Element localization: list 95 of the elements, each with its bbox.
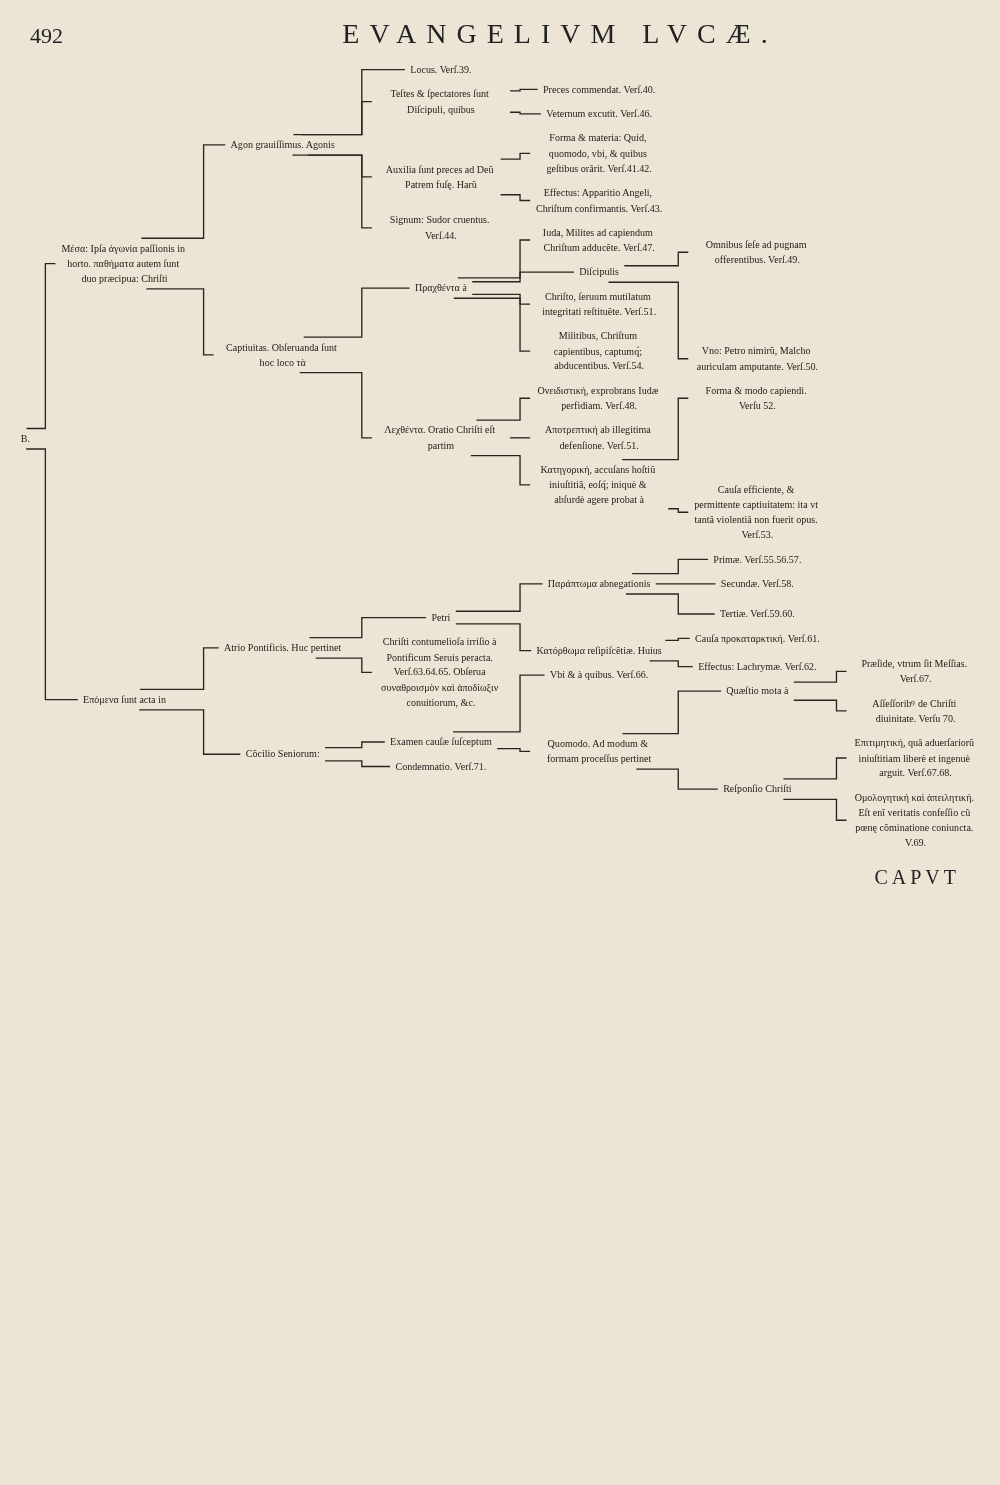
node-text: Auxilia ſunt preces ad Deũ Patrem fuſę. Harũ	[385, 163, 494, 190]
node-text: Examen cauſæ ſuſceptum	[390, 736, 492, 748]
node-text: B.	[20, 433, 30, 444]
connector	[509, 437, 531, 439]
node-text: Præſide, vtrum ſit Meſſias. Verſ.67.	[861, 658, 968, 685]
connector	[635, 768, 719, 790]
node-text: Condemnatio. Verſ.71.	[395, 760, 487, 772]
node-text: Chriſto, ſeruum mutilatum integritati reſtituẽte. Verſ.51.	[542, 290, 657, 317]
node-text: Cauſa efficiente, & permittente captiuitatem: ita vt tantâ violentiâ non fuerit opus. Verſ.53.	[694, 484, 818, 541]
page-title: EVANGELIVM LVCÆ.	[341, 18, 779, 50]
connector	[303, 287, 411, 338]
node-text: Effectus: Lachrymæ. Verſ.62.	[698, 661, 817, 672]
node-text: Κατόρθωμα reſipiſcẽtiæ. Huius	[536, 645, 662, 656]
node-text: Teſtes & ſpectatores ſunt Diſcipuli, quibus	[390, 88, 489, 115]
node-text: Aſſeſſoribꝰ de Chriſti diuinitate. Verſu 70.	[872, 697, 957, 724]
connector	[299, 372, 373, 439]
connector	[292, 68, 406, 136]
node-text: Omnibus ſeſe ad pugnam offerentibus. Verſ.49.	[705, 239, 807, 266]
node-text: Preces commendat. Verſ.40.	[542, 83, 656, 95]
connector	[793, 670, 848, 683]
node-text: Captiuitas. Obſeruanda ſunt hoc loco τὰ	[226, 341, 337, 368]
node-text: Ομολογητική καὶ ἀπειλητική. Eſt enĩ veritatis confeſſio cũ pœnę cõminatione coniuncta. V.69.	[854, 792, 974, 849]
connector	[308, 617, 427, 639]
node-text: Primæ. Verſ.55.56.57.	[713, 553, 802, 565]
connector	[625, 593, 716, 615]
node-text: Επιτιμητική, quâ aduerſariorũ iniuſtitiam liberè et ingenuè arguit. Verſ.67.68.	[854, 737, 975, 779]
node-text: Effectus: Apparitio Angeli, Chriſtum confirmantis. Verſ.43.	[535, 187, 663, 214]
connector	[509, 111, 542, 115]
node-text: Chriſti contumelioſa irriſio à Pontificum Seruis peracta. Verſ.63.64.65. Obſerua συναθροισμὸν καὶ ἀποδίωξιν conuitiorum, &c.	[380, 636, 499, 708]
connector	[455, 623, 532, 652]
connector	[475, 397, 531, 421]
node-text: Forma & materia: Quid, quomodo, vbi, & quibus geſtibus orârit. Verſ.41.42.	[546, 132, 652, 174]
node-text: Πραχθέντα à	[414, 282, 467, 294]
node-text: Cauſa προκαταρκτική. Verſ.61.	[695, 632, 820, 644]
node-text: Κατηγορική, accuſans hoſtiũ iniuſtitiã, eoſq́; iniquè & abſurdè agere probat à	[540, 464, 656, 506]
connector	[453, 297, 531, 352]
connector	[457, 239, 531, 279]
node-text: Reſponſio Chriſti	[723, 783, 792, 795]
node-text: Petri	[431, 612, 451, 623]
node-text: Επόμενα ſunt acta in	[83, 694, 166, 705]
connector	[138, 709, 241, 755]
connector	[496, 748, 531, 753]
node-text: Atrio Pontificis. Huc pertinet	[224, 642, 342, 654]
node-text: Μέσα: Ipſa ἀγωνία paſſionis in horto. παθήματα autem ſunt duo præcipua: Chriſti	[61, 242, 186, 284]
connector	[621, 690, 722, 735]
node-text: Tertiæ. Verſ.59.60.	[719, 608, 795, 620]
node-text: Quomodo. Ad modum & formam proceſſus pertinet	[546, 738, 652, 765]
node-text: Forma & modo capiendi. Verſu 52.	[705, 385, 807, 411]
connector	[140, 144, 226, 239]
node-text: Λεχθέντα. Oratio Chriſti eſt partim	[384, 424, 496, 451]
connector	[455, 583, 544, 612]
connector	[145, 288, 215, 356]
connector	[499, 194, 531, 202]
node-text: Iuda, Milites ad capiendum Chriſtum adducẽte. Verſ.47.	[542, 226, 655, 253]
connector	[667, 508, 689, 513]
catchword: CAPVT	[874, 866, 960, 889]
node-text: Αποτρεπτική ab illegitima defenſione. Verſ.51.	[544, 424, 651, 451]
connector	[315, 657, 373, 673]
connector	[324, 760, 391, 768]
node-text: Locus. Verſ.39.	[410, 64, 472, 75]
node-text: Militibus, Chriſtum capientibus, captumq́; abducentibus. Verſ.54.	[553, 330, 645, 372]
node-text: Signum: Sudor cruentus. Verſ.44.	[389, 214, 490, 241]
node-text: Veternum excutit. Verſ.46.	[546, 108, 652, 120]
connector	[25, 262, 57, 430]
connector	[300, 100, 373, 136]
connector	[470, 454, 531, 486]
connector	[291, 154, 373, 229]
node-text: Vbi & à quibus. Verſ.66.	[549, 669, 649, 681]
connector	[793, 699, 848, 712]
connector	[631, 558, 709, 575]
connector	[664, 637, 691, 642]
connector	[139, 647, 220, 691]
node-text: Diſcipulis	[579, 266, 619, 278]
node-text: Secundæ. Verſ.58.	[720, 578, 794, 589]
connector	[471, 293, 531, 305]
connector	[621, 397, 689, 461]
node-text: Cõcilio Seniorum:	[245, 748, 320, 760]
connector	[623, 251, 689, 267]
connector	[499, 152, 531, 160]
connector	[25, 448, 79, 701]
page-number: 492	[30, 23, 64, 49]
node-text: Quæſtio mota à	[726, 685, 789, 697]
node-text: Vno: Petro nimirũ, Malcho auriculam amputante. Verſ.50.	[696, 345, 818, 372]
connector	[649, 660, 694, 668]
connector	[655, 583, 717, 585]
node-text: Ονειδιστική, exprobrans Iudæ perfidiam. Verſ.48.	[537, 385, 659, 411]
node-text: Agon grauiſſimus. Agonis	[230, 139, 335, 151]
node-text: Παράπτωμα abnegationis	[547, 578, 651, 589]
connector	[471, 271, 575, 283]
connector	[509, 88, 539, 92]
connector	[782, 757, 848, 780]
connector	[782, 798, 848, 821]
connector	[607, 281, 689, 360]
connector	[324, 741, 386, 749]
connector	[452, 674, 546, 733]
